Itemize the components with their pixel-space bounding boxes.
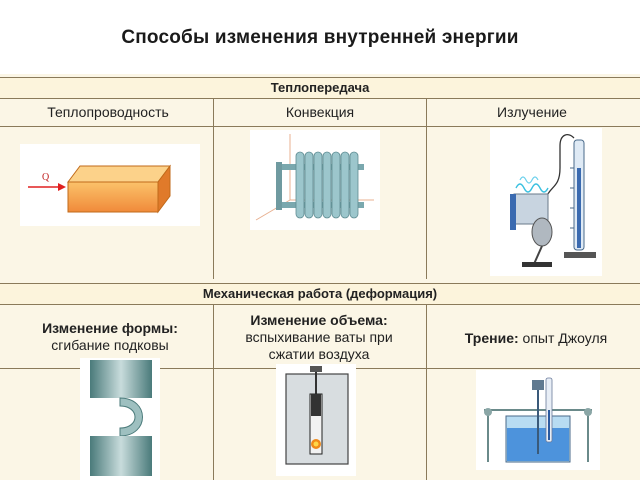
heater-icon — [510, 176, 553, 267]
joule-experiment-illustration — [476, 370, 600, 470]
thermometer-icon — [564, 139, 596, 258]
horseshoe-illustration — [80, 358, 160, 480]
convection-header: Конвекция — [285, 104, 355, 120]
divider — [213, 305, 214, 480]
horseshoe-icon — [119, 397, 143, 437]
divider — [426, 305, 427, 480]
flame-icon — [311, 439, 321, 449]
energy-methods-table: Теплопередача Теплопроводность Конвекция… — [0, 74, 640, 480]
page-title: Способы изменения внутренней энергии — [121, 27, 519, 48]
divider — [426, 99, 427, 279]
shape-change-caption: Изменение формы: сгибание подковы — [20, 320, 200, 354]
heat-transfer-header: Теплопередача — [0, 77, 640, 99]
divider — [0, 126, 640, 127]
volume-change-caption: Изменение объема: вспыхивание ваты при с… — [226, 312, 412, 364]
radiation-illustration — [490, 128, 602, 276]
radiator-icon — [276, 151, 364, 219]
radiation-header: Излучение — [497, 104, 567, 120]
mechanical-work-header: Механическая работа (деформация) — [0, 283, 640, 305]
conduction-illustration: Q — [20, 144, 200, 226]
convection-illustration — [250, 130, 380, 230]
friction-caption: Трение: опыт Джоуля — [436, 330, 636, 347]
heat-arrow-icon — [58, 183, 66, 191]
friction-text: опыт Джоуля — [522, 330, 608, 346]
shape-change-title: Изменение формы: — [42, 320, 178, 336]
clamp-top — [90, 360, 152, 398]
shape-change-text: сгибание подковы — [51, 337, 169, 353]
volume-change-text: вспыхивание ваты при сжатии воздуха — [245, 329, 393, 362]
clamp-bottom — [90, 436, 152, 476]
heat-q-label: Q — [42, 172, 50, 183]
friction-title: Трение: — [464, 330, 519, 346]
divider — [213, 99, 214, 279]
heated-block — [67, 181, 159, 213]
conduction-header: Теплопроводность — [47, 104, 169, 120]
volume-change-title: Изменение объема: — [250, 312, 388, 328]
compression-illustration — [276, 364, 356, 476]
